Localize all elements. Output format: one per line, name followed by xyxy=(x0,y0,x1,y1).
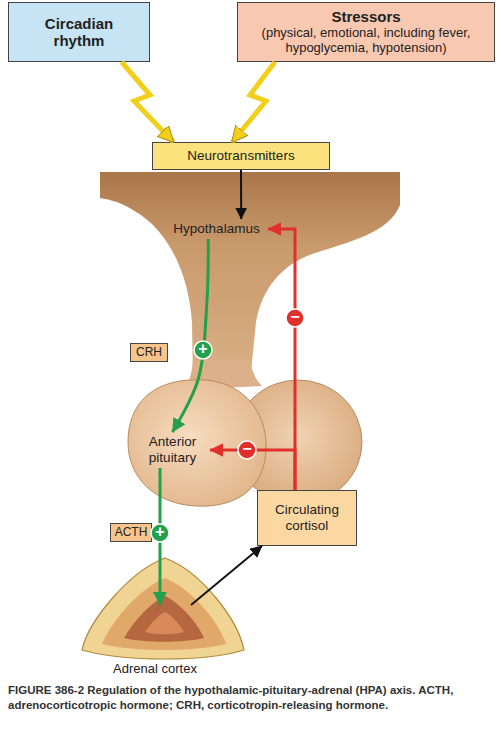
sign-label: − xyxy=(286,308,304,326)
node-text: Stressors xyxy=(331,8,400,25)
secretion-arrow xyxy=(191,546,262,605)
node-text: Anterior pituitary xyxy=(135,434,210,465)
sign-badge xyxy=(238,441,256,459)
node-text: ACTH xyxy=(115,526,148,540)
signal-arrow xyxy=(240,170,242,219)
hormone-tag: ACTH xyxy=(110,523,152,542)
adrenal-medulla xyxy=(124,596,204,642)
adrenal-core xyxy=(145,612,184,634)
sign-label: + xyxy=(194,340,212,358)
input-box: Circadian rhythm xyxy=(8,2,150,62)
sign-badge xyxy=(286,309,304,327)
node-text: (physical, emotional, including fever, h… xyxy=(246,26,486,56)
sign-label: + xyxy=(151,523,169,541)
signal-box: Neurotransmitters xyxy=(152,142,330,170)
node-text: Circulating cortisol xyxy=(262,502,352,533)
figure-caption: FIGURE 386-2 Regulation of the hypothala… xyxy=(8,683,498,713)
node-text: Hypothalamus xyxy=(173,221,259,237)
organ-label: Hypothalamus xyxy=(165,219,268,239)
organ-label: Anterior pituitary xyxy=(135,432,210,468)
sign-badge xyxy=(151,524,169,542)
node-text: Circadian rhythm xyxy=(31,15,127,50)
anterior-pituitary-lobe xyxy=(128,380,266,506)
stimulus-bolt xyxy=(232,62,275,142)
input-box: Stressors(physical, emotional, including… xyxy=(237,2,495,62)
adrenal-capsule xyxy=(82,558,244,659)
adrenal-cortex-layer xyxy=(102,578,226,650)
stimulus-bolt xyxy=(122,62,174,142)
hypothalamus-tissue xyxy=(100,172,400,382)
sign-badge xyxy=(194,341,212,359)
organ-label: Adrenal cortex xyxy=(95,605,215,677)
node-text: Neurotransmitters xyxy=(187,148,294,164)
stimulatory-arrow xyxy=(173,239,209,432)
node-text: Adrenal cortex xyxy=(113,662,197,677)
hormone-tag: CRH xyxy=(130,343,168,362)
sign-label: − xyxy=(238,440,256,458)
node-text: CRH xyxy=(136,346,162,360)
hormone-box: Circulating cortisol xyxy=(257,490,357,546)
